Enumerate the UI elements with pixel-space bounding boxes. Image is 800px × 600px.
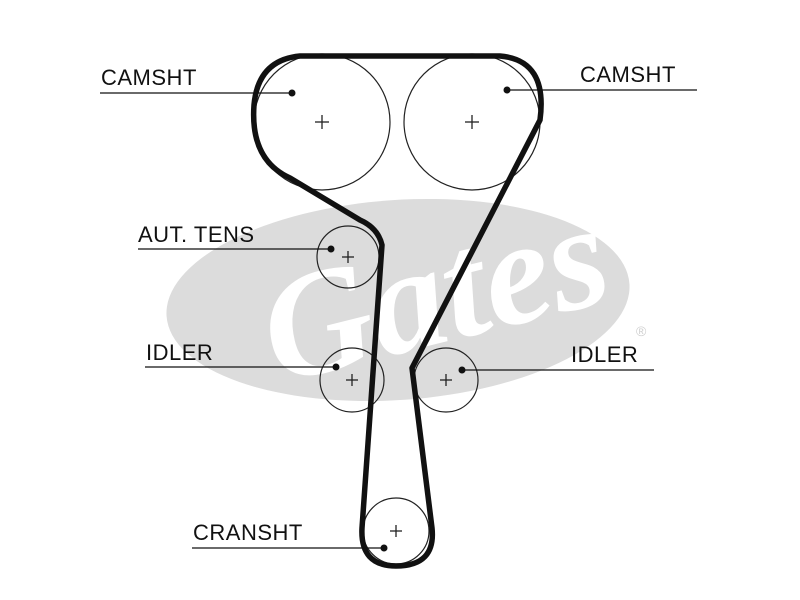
- leader-camshaft-left: [100, 89, 296, 97]
- leader-crankshaft: [192, 544, 388, 552]
- camshaft-right-pulley: [403, 53, 541, 191]
- label-idler-left: IDLER: [146, 340, 213, 365]
- leader-camshaft-right: [503, 86, 697, 94]
- idler-left-pulley: [319, 347, 385, 413]
- label-idler-right: IDLER: [571, 342, 638, 367]
- label-camshaft-left: CAMSHT: [101, 65, 197, 90]
- gates-watermark-logo: Gates ®: [166, 170, 647, 416]
- leader-idler-left: [145, 363, 340, 371]
- label-crankshaft: CRANSHT: [193, 520, 303, 545]
- timing-belt: [250, 53, 544, 569]
- leader-idler-right: [458, 366, 654, 374]
- leader-auto-tensioner: [138, 245, 335, 253]
- label-auto-tensioner: AUT. TENS: [138, 222, 255, 247]
- crankshaft-pulley: [362, 497, 430, 565]
- label-camshaft-right: CAMSHT: [580, 62, 676, 87]
- watermark-registered-mark: ®: [636, 323, 647, 339]
